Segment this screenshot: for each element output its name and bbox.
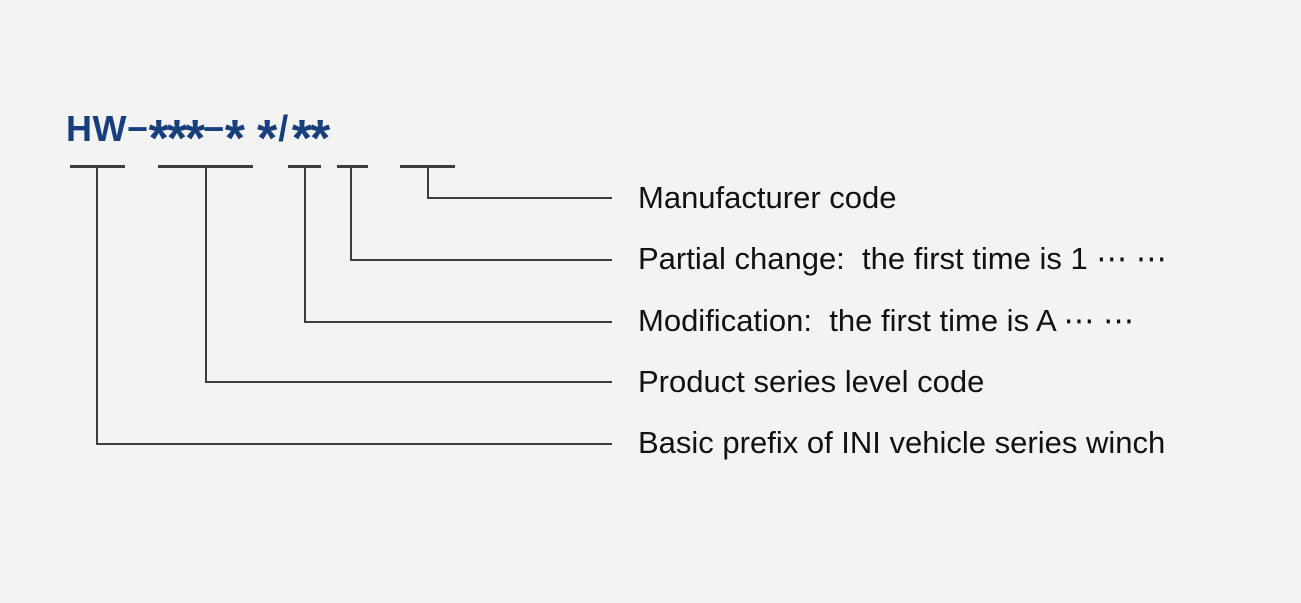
connector-partial-change-horizontal (350, 259, 612, 261)
label-basic-prefix: Basic prefix of INI vehicle series winch (638, 425, 1166, 460)
code-manufacturer-stars: ** (291, 110, 331, 168)
label-manufacturer-code: Manufacturer code (638, 180, 897, 215)
label-product-series: Product series level code (638, 364, 985, 399)
code-prefix: HW (66, 108, 127, 149)
label-modification: Modification: the first time is A ⋯ ⋯ (638, 303, 1135, 338)
underline-partial-change (337, 165, 368, 168)
connector-product-series-horizontal (205, 381, 612, 383)
code-modification-star: * (224, 110, 245, 168)
connector-manufacturer-code-horizontal (427, 197, 612, 199)
connector-product-series-vertical (205, 166, 207, 383)
code-dash-1: − (126, 108, 149, 149)
code-dash-2: − (203, 108, 225, 149)
label-partial-change: Partial change: the first time is 1 ⋯ ⋯ (638, 241, 1167, 276)
connector-partial-change-vertical (350, 166, 352, 261)
connector-modification-vertical (304, 166, 306, 323)
connector-manufacturer-code-vertical (427, 166, 429, 199)
model-code: HW−***−**/** (66, 108, 330, 165)
connector-modification-horizontal (304, 321, 612, 323)
code-partial-star: * (257, 110, 277, 168)
code-series-stars: *** (148, 110, 206, 168)
code-slash: / (278, 108, 289, 149)
connector-basic-prefix-horizontal (96, 443, 612, 445)
connector-basic-prefix-vertical (96, 166, 98, 445)
